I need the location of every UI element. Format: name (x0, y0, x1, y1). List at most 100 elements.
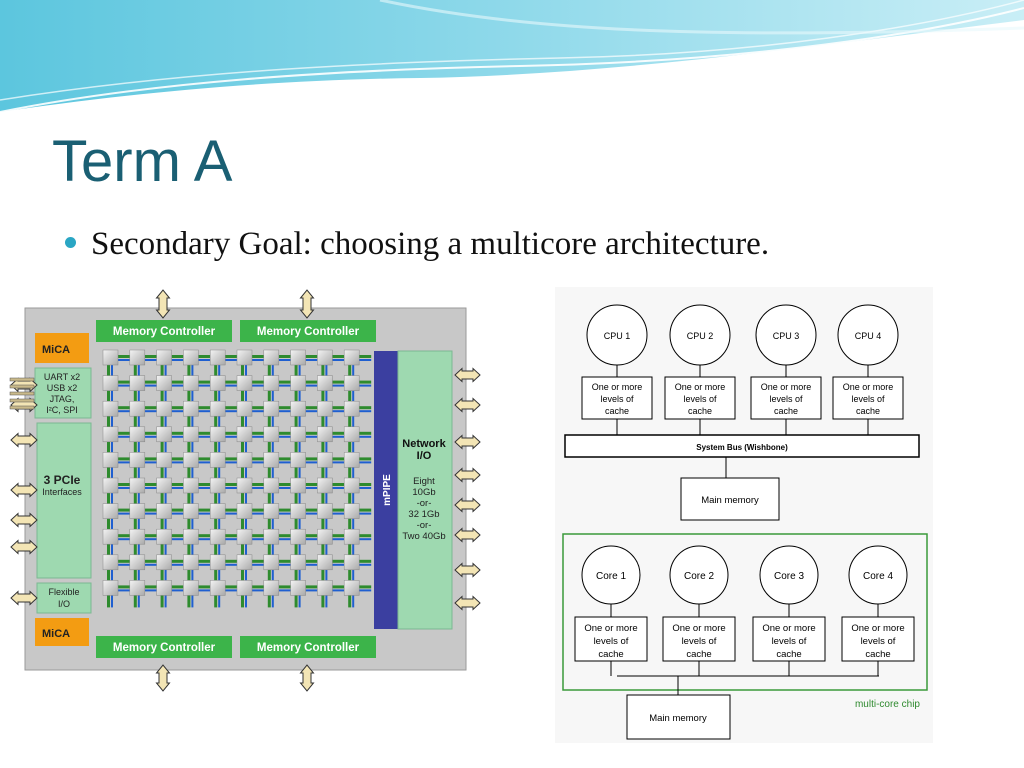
mesh-link (171, 431, 184, 435)
tile-core (156, 477, 172, 494)
mesh-link (332, 508, 345, 512)
cpu-label: CPU 4 (855, 331, 882, 341)
mesh-link (332, 538, 345, 541)
mesh-link (118, 457, 130, 461)
mesh-link (118, 359, 130, 361)
mesh-link (325, 441, 328, 454)
vertical-io-arrow (299, 664, 315, 692)
uart-line-1: UART x2 (44, 372, 80, 382)
mesh-link (245, 493, 247, 505)
mesh-link (352, 493, 355, 505)
mesh-link (198, 457, 211, 461)
mesh-link (332, 559, 345, 563)
mesh-link (214, 595, 218, 608)
mesh-link (332, 487, 345, 489)
mesh-link (225, 512, 238, 515)
mesh-link (187, 544, 191, 557)
mesh-link (133, 365, 137, 377)
tile-core (156, 349, 172, 366)
tile-core (183, 452, 199, 468)
bullet-item: Secondary Goal: choosing a multicore arc… (65, 226, 769, 263)
tile-core (343, 400, 360, 417)
horizontal-io-arrow (454, 595, 481, 611)
tile-core (236, 349, 253, 366)
mesh-link (241, 569, 244, 582)
mesh-link (111, 544, 113, 557)
mesh-link (137, 544, 140, 557)
mesh-link (252, 410, 264, 413)
tile-core (343, 503, 360, 519)
mesh-link (118, 589, 130, 592)
mesh-link (305, 534, 318, 538)
network-line-1: Eight (413, 476, 435, 487)
network-line-4: 32 1Gb (408, 509, 439, 520)
core-label: Core 4 (863, 571, 893, 582)
pcie-block (36, 422, 92, 579)
mesh-link (305, 538, 318, 541)
mesh-link (187, 467, 191, 480)
mesh-link (164, 441, 167, 454)
mesh-link (118, 538, 130, 541)
tile-core (102, 400, 119, 417)
mesh-link (325, 416, 328, 429)
mesh-link (160, 390, 164, 403)
mesh-link (118, 410, 130, 413)
mesh-link (241, 365, 244, 377)
mesh-link (137, 365, 140, 377)
cache-label: levels of (682, 636, 717, 647)
mesh-link (133, 416, 137, 429)
mesh-link (218, 390, 221, 403)
mesh-link (252, 431, 264, 435)
memory-controller-label: Memory Controller (257, 642, 360, 654)
mesh-link (187, 365, 191, 377)
mesh-link (278, 559, 291, 563)
mica-top-block (35, 333, 89, 363)
mesh-link (352, 416, 355, 429)
mesh-link (245, 416, 247, 429)
tile-core (317, 554, 333, 571)
tile-core (183, 349, 199, 366)
mesh-link (294, 467, 298, 480)
tile-core (129, 349, 146, 366)
mesh-link (171, 384, 184, 387)
mesh-link (348, 441, 352, 454)
mesh-link (118, 431, 130, 435)
mesh-link (118, 384, 130, 387)
mesh-link (225, 431, 238, 435)
mesh-link (111, 569, 113, 582)
mesh-link (171, 589, 184, 592)
tile-core (102, 580, 119, 596)
mesh-link (348, 544, 352, 557)
mesh-link (133, 441, 137, 454)
mesh-link (294, 569, 298, 582)
mesh-link (332, 512, 345, 515)
tile-core (236, 452, 253, 468)
mesh-link (225, 589, 238, 592)
mesh-link (325, 544, 328, 557)
tile-core (209, 477, 226, 494)
network-io-block (397, 350, 453, 630)
mesh-link (118, 380, 130, 384)
mesh-link (137, 390, 140, 403)
mesh-link (218, 544, 221, 557)
tile-core (263, 477, 280, 494)
mesh-link (133, 390, 137, 403)
mesh-link (245, 595, 247, 608)
mesh-link (278, 585, 291, 589)
network-title-line-2: I/O (417, 450, 432, 462)
mesh-link (252, 359, 264, 361)
mesh-link (305, 355, 318, 358)
tile-core (183, 477, 199, 494)
mica-bottom-block (35, 618, 89, 646)
flexible-io-line-1: Flexible (48, 587, 79, 597)
mesh-link (278, 487, 291, 489)
uart-line-4: I²C, SPI (46, 405, 78, 415)
mesh-link (325, 467, 328, 480)
mesh-link (252, 559, 264, 563)
mesh-link (144, 380, 157, 384)
tile-core (343, 426, 360, 443)
header-wave-decoration (0, 0, 1024, 113)
